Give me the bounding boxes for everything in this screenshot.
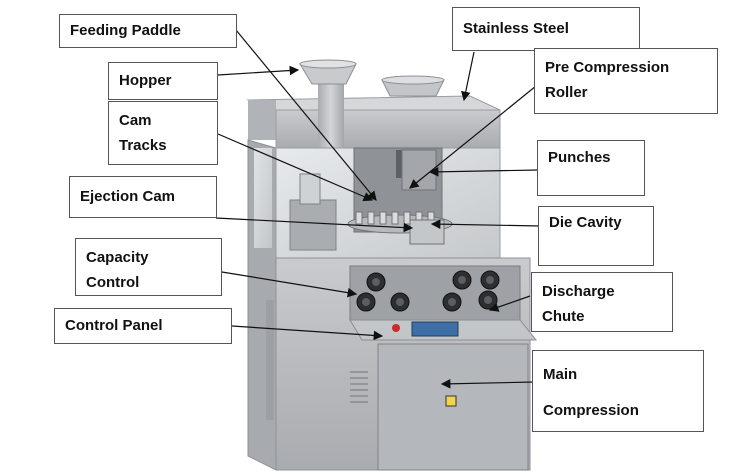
vent-grille (350, 371, 368, 403)
label-punches: Punches (537, 140, 645, 196)
control-console (349, 319, 538, 341)
arrow-control-panel (231, 325, 384, 341)
leader-arrows (215, 29, 541, 389)
label-ejection-cam: Ejection Cam (69, 176, 217, 218)
main-compression-door (377, 343, 529, 471)
arrow-feeding-paddle (235, 29, 377, 201)
label-pre-compression-roller: Pre Compression Roller (534, 48, 718, 114)
machine-top-cabinet (246, 95, 501, 149)
arrow-die-cavity (430, 219, 541, 229)
arrow-main-compression (440, 379, 535, 389)
arrow-discharge-chute (488, 295, 531, 312)
label-feeding-paddle: Feeding Paddle (59, 14, 237, 48)
label-main-compression: Main Compression (532, 350, 704, 432)
arrow-punches (428, 167, 539, 177)
label-discharge-chute: Discharge Chute (531, 272, 673, 332)
arrow-capacity-control (221, 271, 358, 298)
arrow-cam-tracks (217, 133, 374, 202)
label-control-panel: Control Panel (54, 308, 232, 344)
arrow-hopper (217, 65, 300, 76)
label-capacity-control: Capacity Control (75, 238, 222, 296)
arrow-stainless-steel (461, 51, 475, 102)
machine-body (266, 257, 538, 471)
label-cam-tracks: Cam Tracks (108, 101, 218, 165)
label-stainless-steel: Stainless Steel (452, 7, 640, 51)
label-die-cavity: Die Cavity (538, 206, 654, 266)
stainless-steel-bowl (381, 75, 445, 97)
label-hopper: Hopper (108, 62, 218, 100)
turret-window (275, 147, 501, 259)
arrow-ejection-cam (215, 217, 414, 233)
